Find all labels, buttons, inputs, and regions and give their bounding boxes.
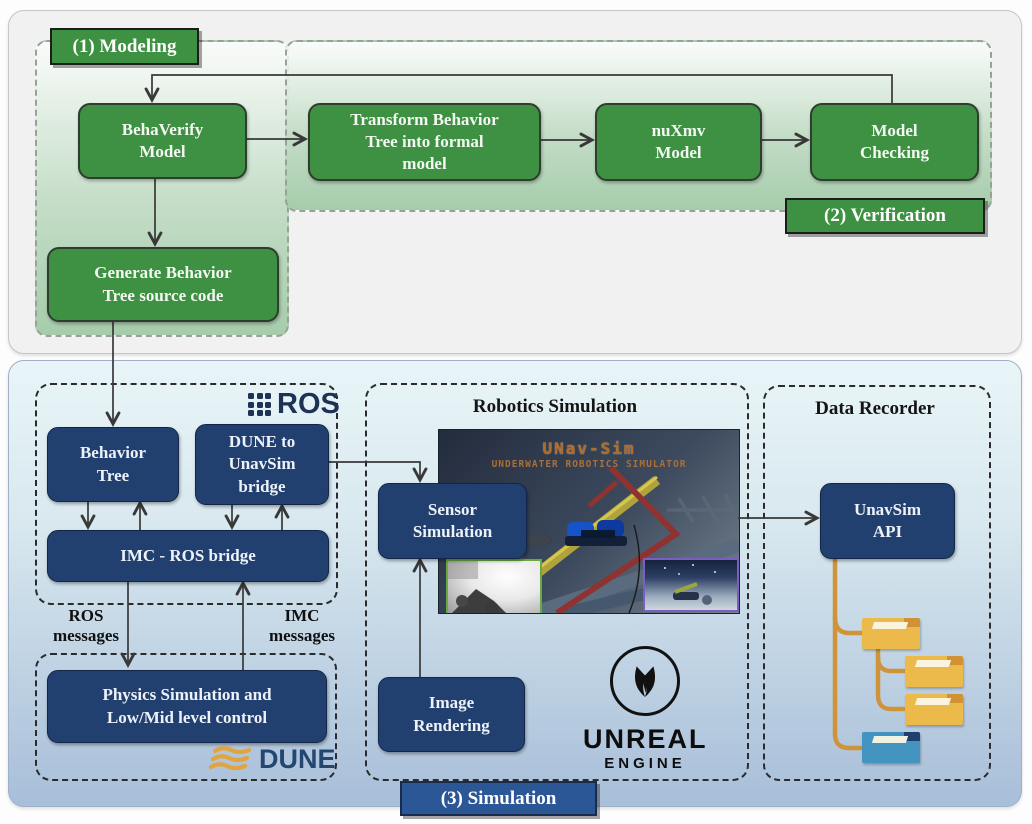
model-checking-box: Model Checking [810,103,979,181]
nuxmv-model-box: nuXmv Model [595,103,762,181]
dune-logo: DUNE [208,744,336,775]
image-rendering-box: Image Rendering [378,677,525,752]
rov-sprite [565,520,627,546]
depth-camera-inset [446,559,542,613]
imc-ros-bridge-box: IMC - ROS bridge [47,530,329,582]
dune-logo-text: DUNE [259,744,336,774]
imc-messages-label: IMC messages [268,606,336,645]
dune-container [35,653,337,781]
unavsim-api-box: UnavSim API [820,483,955,559]
ros-logo: ROS [248,388,340,421]
sonar-camera-inset [643,558,739,612]
unreal-engine-logo: UNREAL ENGINE [583,646,707,772]
ros-dots-icon [248,393,271,416]
simulation-section-label: (3) Simulation [400,781,597,816]
physics-simulation-box: Physics Simulation and Low/Mid level con… [47,670,327,743]
unreal-engine-icon [610,646,680,716]
generate-bt-source-box: Generate Behavior Tree source code [47,247,279,322]
modeling-section-label: (1) Modeling [50,28,199,65]
folder-icon [905,694,963,725]
unreal-word: UNREAL [583,724,708,754]
data-recorder-container [763,385,991,781]
ros-logo-text: ROS [277,388,340,420]
unavsim-subtitle: UNDERWATER ROBOTICS SIMULATOR [491,459,687,470]
dune-unavsim-bridge-box: DUNE to UnavSim bridge [195,424,329,505]
ros-container [35,383,338,605]
behaverify-model-box: BehaVerify Model [78,103,247,179]
ros-messages-label: ROS messages [52,606,120,645]
unavsim-title: UNav-Sim [542,439,636,458]
robotics-simulation-container [365,383,749,781]
engine-word: ENGINE [604,755,686,772]
sensor-simulation-box: Sensor Simulation [378,483,527,559]
verification-section-label: (2) Verification [785,198,985,234]
folder-icon [905,656,963,687]
folder-blue-icon [862,732,920,763]
behavior-tree-box: Behavior Tree [47,427,179,502]
transform-bt-box: Transform Behavior Tree into formal mode… [308,103,541,181]
data-recorder-title: Data Recorder [815,398,935,419]
robotics-simulation-title: Robotics Simulation [472,396,638,417]
folder-icon [862,618,920,649]
dune-waves-icon [208,745,252,770]
